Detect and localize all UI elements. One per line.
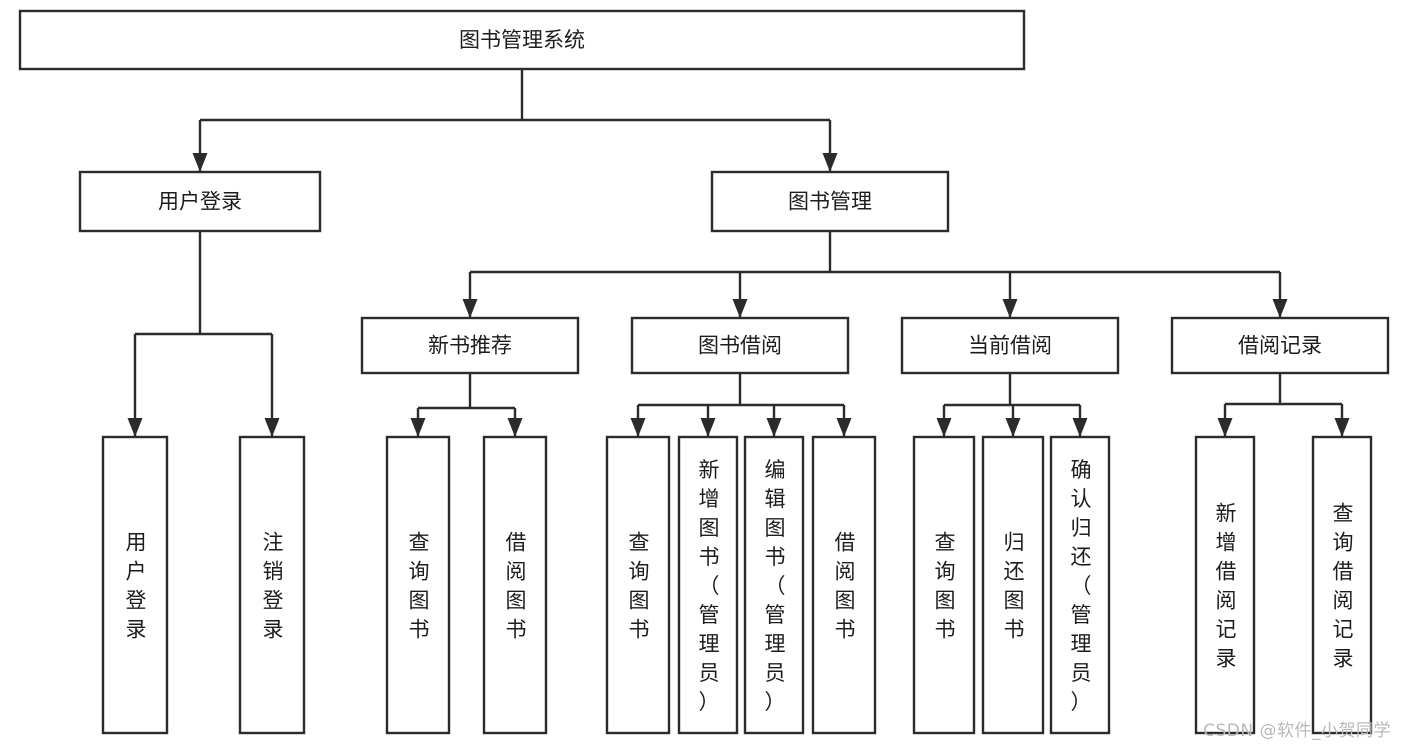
node-box-leaf-query-borrow-record[interactable] <box>1311 435 1373 735</box>
arrow-head-icon <box>1217 418 1233 437</box>
node-label-leaf-query-book-current: 查询图书 <box>935 531 956 642</box>
node-label-leaf-user-logout: 注销登录 <box>263 531 284 642</box>
edges-layer <box>127 69 1350 437</box>
node-label-leaf-add-borrow-record: 新增借阅记录 <box>1216 502 1237 671</box>
node-leaf-add-book-admin[interactable]: 新增图书（管理员） <box>677 435 739 735</box>
node-box-leaf-user-login[interactable] <box>101 435 169 735</box>
node-label-leaf-query-borrow-record: 查询借阅记录 <box>1333 502 1354 671</box>
node-label-book-borrow: 图书借阅 <box>698 334 782 358</box>
node-current-borrow[interactable]: 当前借阅 <box>900 316 1120 375</box>
node-leaf-edit-book-admin[interactable]: 编辑图书（管理员） <box>743 435 805 735</box>
node-leaf-query-book-current[interactable]: 查询图书 <box>912 435 976 735</box>
node-label-new-book-recommend: 新书推荐 <box>428 334 512 358</box>
node-label-root: 图书管理系统 <box>459 28 585 52</box>
node-box-leaf-query-book-current[interactable] <box>912 435 976 735</box>
arrow-head-icon <box>410 418 426 437</box>
arrow-head-icon <box>822 153 838 172</box>
node-label-leaf-user-login: 用户登录 <box>126 531 147 642</box>
arrow-head-icon <box>462 299 478 318</box>
node-leaf-borrow-book[interactable]: 借阅图书 <box>811 435 877 735</box>
node-box-leaf-confirm-return-admin[interactable] <box>1049 435 1111 735</box>
node-label-leaf-edit-book-admin: 编辑图书（管理员） <box>765 458 786 714</box>
node-label-leaf-confirm-return-admin: 确认归还（管理员） <box>1071 458 1092 714</box>
node-box-new-book-recommend[interactable] <box>360 316 580 375</box>
node-borrow-records[interactable]: 借阅记录 <box>1170 316 1390 375</box>
nodes-layer: 图书管理系统用户登录图书管理新书推荐图书借阅当前借阅借阅记录用户登录注销登录查询… <box>18 9 1390 735</box>
arrow-head-icon <box>1072 418 1088 437</box>
node-box-leaf-query-book-recommend[interactable] <box>385 435 451 735</box>
node-label-leaf-return-book: 归还图书 <box>1004 531 1025 642</box>
node-book-management[interactable]: 图书管理 <box>710 170 950 233</box>
node-box-book-management[interactable] <box>710 170 950 233</box>
node-user-login[interactable]: 用户登录 <box>78 170 322 233</box>
node-leaf-user-logout[interactable]: 注销登录 <box>238 435 306 735</box>
node-leaf-borrow-book-recommend[interactable]: 借阅图书 <box>482 435 548 735</box>
arrow-head-icon <box>507 418 523 437</box>
node-new-book-recommend[interactable]: 新书推荐 <box>360 316 580 375</box>
node-root[interactable]: 图书管理系统 <box>18 9 1026 71</box>
node-label-leaf-borrow-book: 借阅图书 <box>835 531 856 642</box>
arrow-head-icon <box>700 418 716 437</box>
node-leaf-return-book[interactable]: 归还图书 <box>981 435 1045 735</box>
node-box-leaf-return-book[interactable] <box>981 435 1045 735</box>
node-box-borrow-records[interactable] <box>1170 316 1390 375</box>
node-box-leaf-add-borrow-record[interactable] <box>1194 435 1256 735</box>
arrow-head-icon <box>836 418 852 437</box>
node-box-user-login[interactable] <box>78 170 322 233</box>
node-label-leaf-borrow-book-recommend: 借阅图书 <box>506 531 527 642</box>
node-box-root[interactable] <box>18 9 1026 71</box>
node-leaf-add-borrow-record[interactable]: 新增借阅记录 <box>1194 435 1256 735</box>
node-label-book-management: 图书管理 <box>788 190 872 214</box>
arrow-head-icon <box>1334 418 1350 437</box>
node-label-leaf-query-book-borrow: 查询图书 <box>629 531 650 642</box>
arrow-head-icon <box>1002 299 1018 318</box>
arrow-head-icon <box>127 418 143 437</box>
node-box-leaf-query-book-borrow[interactable] <box>605 435 671 735</box>
node-box-leaf-add-book-admin[interactable] <box>677 435 739 735</box>
node-box-book-borrow[interactable] <box>630 316 850 375</box>
node-box-leaf-edit-book-admin[interactable] <box>743 435 805 735</box>
arrow-head-icon <box>766 418 782 437</box>
node-label-borrow-records: 借阅记录 <box>1238 334 1322 358</box>
arrow-head-icon <box>192 153 208 172</box>
arrow-head-icon <box>936 418 952 437</box>
node-label-leaf-add-book-admin: 新增图书（管理员） <box>699 458 720 714</box>
node-label-leaf-query-book-recommend: 查询图书 <box>409 531 430 642</box>
node-leaf-confirm-return-admin[interactable]: 确认归还（管理员） <box>1049 435 1111 735</box>
arrow-head-icon <box>264 418 280 437</box>
node-label-current-borrow: 当前借阅 <box>968 334 1052 358</box>
node-leaf-query-borrow-record[interactable]: 查询借阅记录 <box>1311 435 1373 735</box>
node-book-borrow[interactable]: 图书借阅 <box>630 316 850 375</box>
arrow-head-icon <box>630 418 646 437</box>
node-box-leaf-borrow-book[interactable] <box>811 435 877 735</box>
node-leaf-query-book-recommend[interactable]: 查询图书 <box>385 435 451 735</box>
node-label-user-login: 用户登录 <box>158 190 242 214</box>
arrow-head-icon <box>732 299 748 318</box>
node-box-leaf-user-logout[interactable] <box>238 435 306 735</box>
node-box-leaf-borrow-book-recommend[interactable] <box>482 435 548 735</box>
arrow-head-icon <box>1272 299 1288 318</box>
node-leaf-query-book-borrow[interactable]: 查询图书 <box>605 435 671 735</box>
node-box-current-borrow[interactable] <box>900 316 1120 375</box>
arrow-head-icon <box>1005 418 1021 437</box>
node-leaf-user-login[interactable]: 用户登录 <box>101 435 169 735</box>
